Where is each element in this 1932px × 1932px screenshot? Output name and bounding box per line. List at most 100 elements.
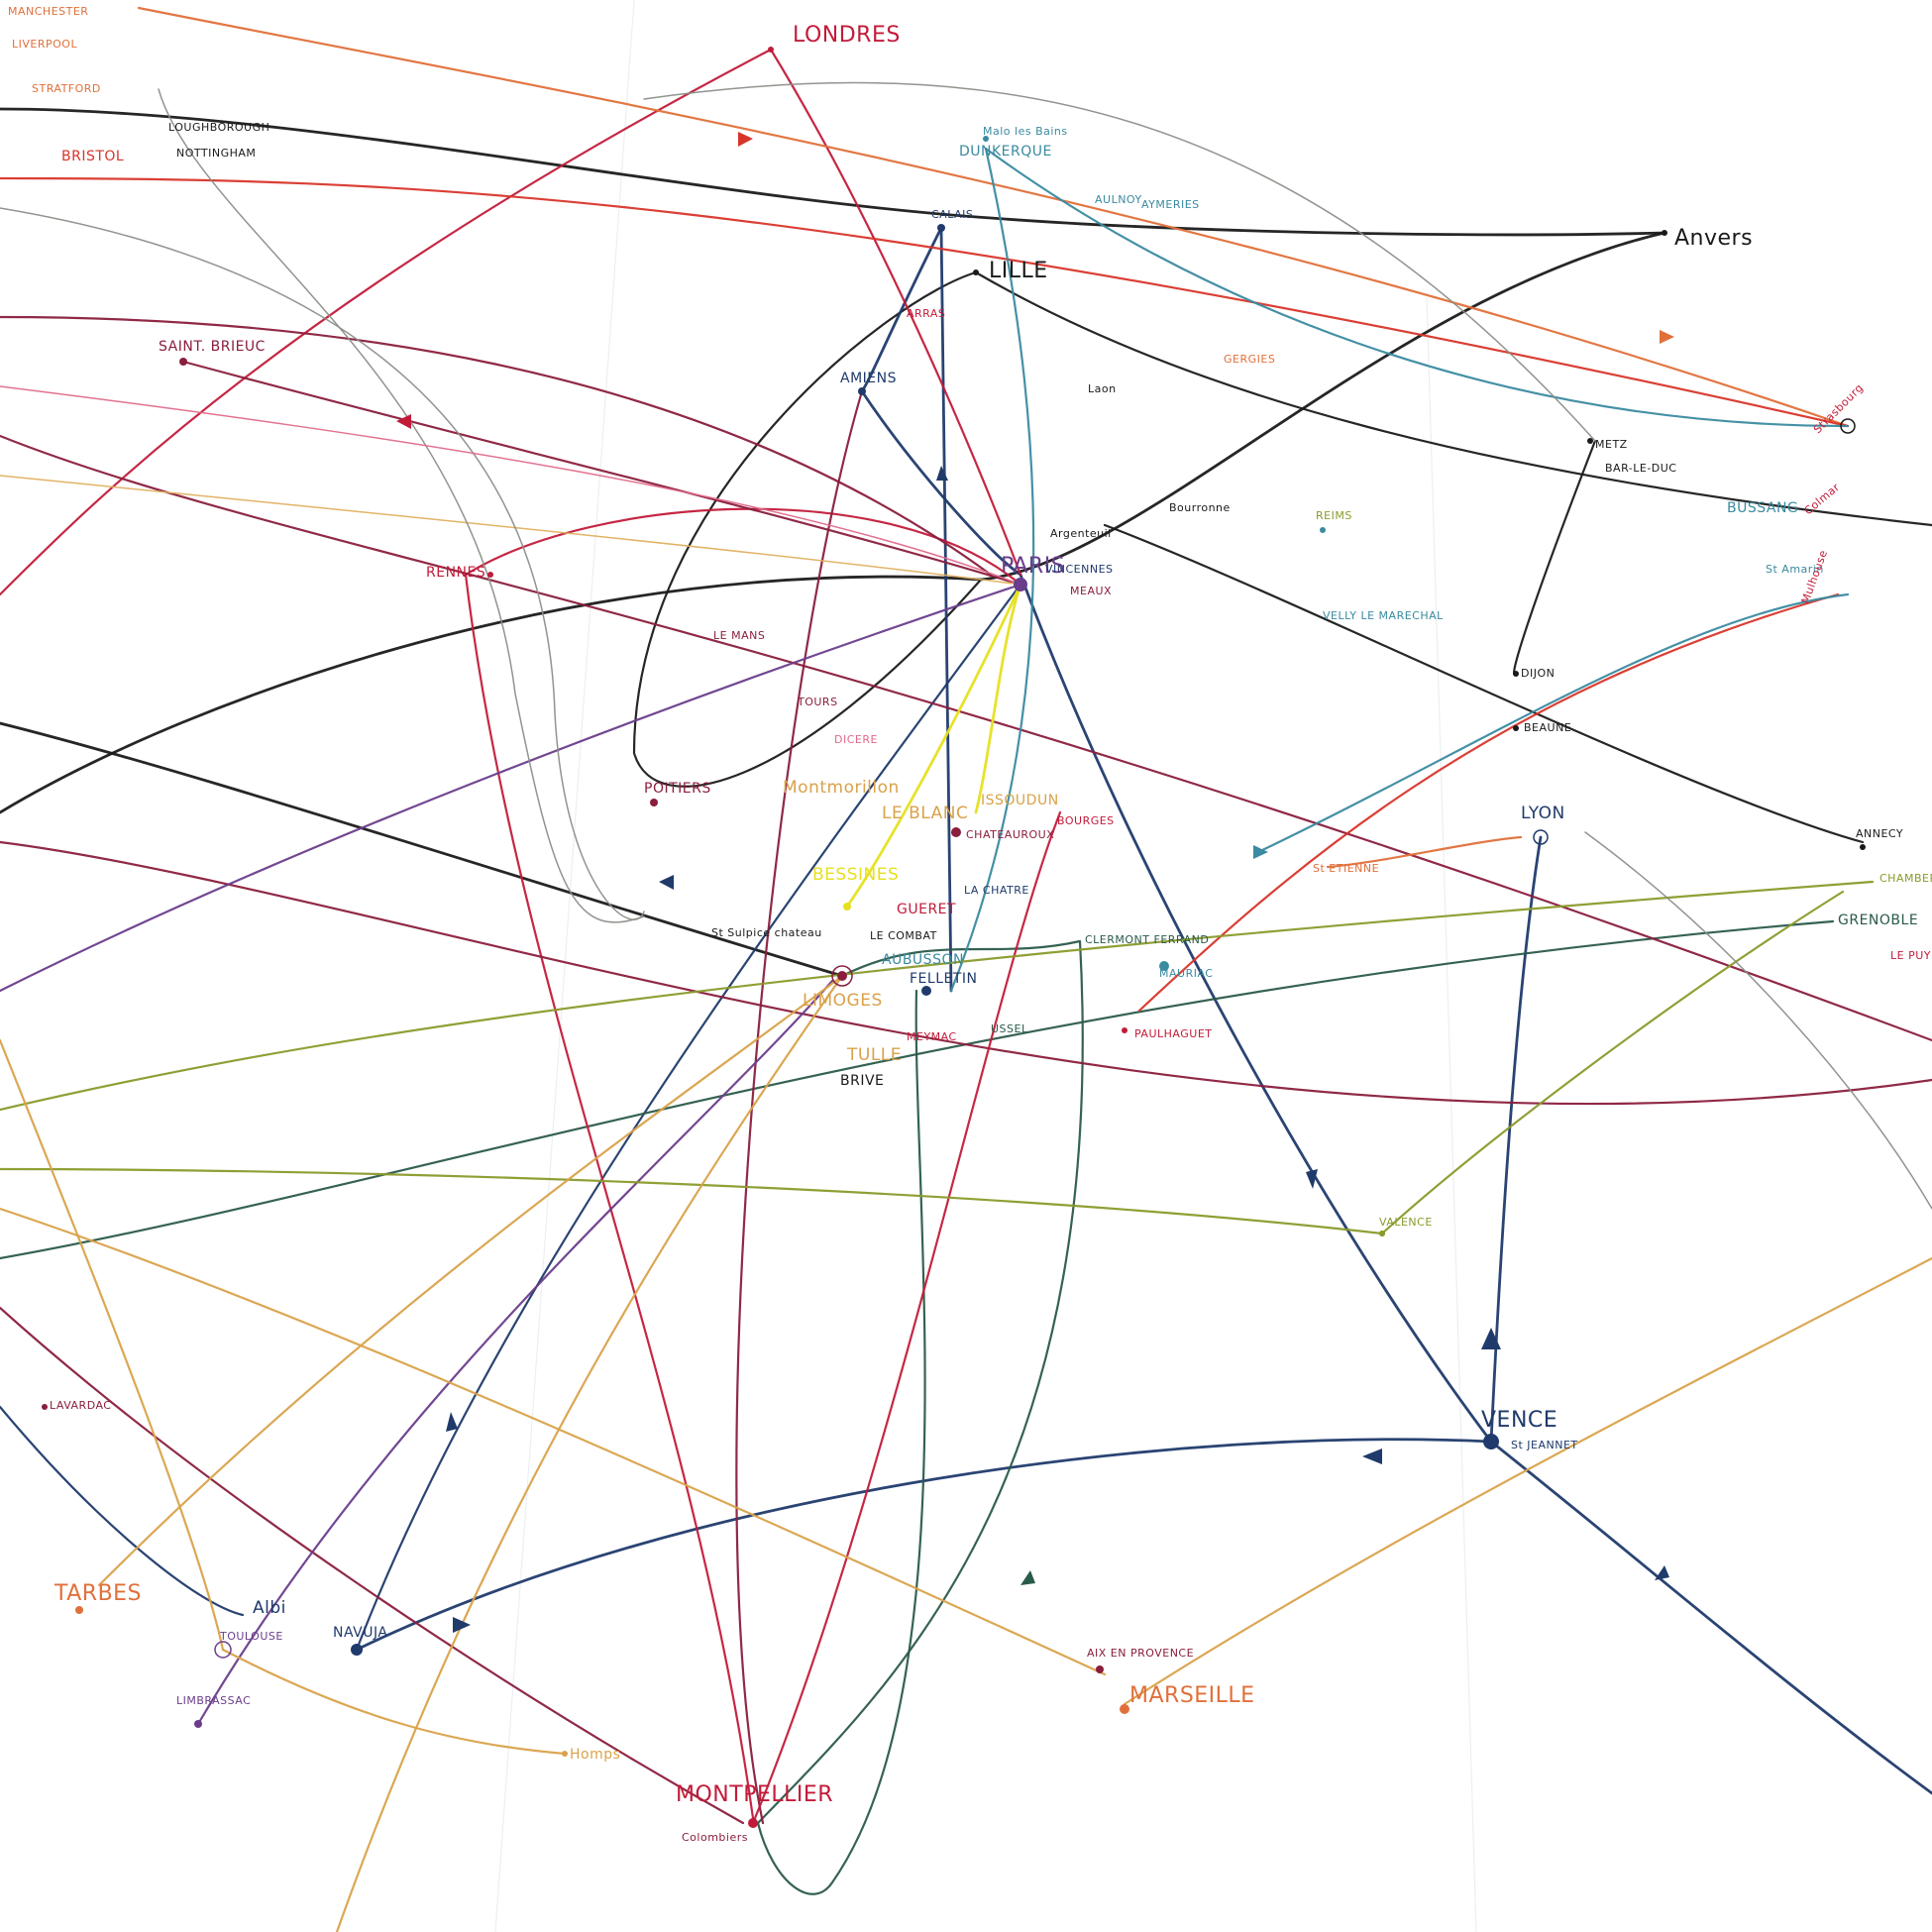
city-label: Malo les Bains bbox=[983, 125, 1068, 138]
city-label: LE BLANC bbox=[882, 804, 968, 823]
city-marker-ring bbox=[831, 965, 853, 987]
city-marker bbox=[1379, 1231, 1385, 1236]
city-label: POITIERS bbox=[644, 781, 711, 797]
direction-arrow bbox=[1481, 1328, 1501, 1349]
city-label: AIX EN PROVENCE bbox=[1087, 1647, 1194, 1660]
route-line bbox=[0, 107, 1666, 237]
route-line bbox=[221, 1648, 567, 1756]
direction-arrow bbox=[738, 132, 753, 147]
route-line bbox=[137, 6, 1850, 428]
city-marker bbox=[843, 903, 851, 911]
direction-arrow bbox=[396, 414, 411, 429]
city-marker bbox=[748, 1818, 758, 1828]
route-line bbox=[0, 583, 1022, 993]
city-label: GERGIES bbox=[1224, 353, 1275, 366]
route-line bbox=[0, 1207, 1107, 1676]
route-line bbox=[0, 207, 645, 920]
city-label: ARRAS bbox=[907, 307, 945, 320]
city-marker bbox=[921, 986, 931, 996]
city-marker bbox=[562, 1751, 568, 1757]
city-label: ISSOUDUN bbox=[981, 793, 1059, 808]
route-line bbox=[751, 810, 1062, 1825]
route-line bbox=[1489, 835, 1543, 1444]
route-line bbox=[0, 1405, 245, 1617]
route-line bbox=[949, 147, 1035, 993]
city-marker bbox=[768, 47, 774, 53]
direction-arrow bbox=[1655, 1565, 1669, 1580]
city-marker bbox=[351, 1644, 363, 1656]
city-label: NAVUJA bbox=[333, 1625, 387, 1641]
city-label: GRENOBLE bbox=[1838, 912, 1918, 928]
city-label: GUERET bbox=[897, 902, 956, 917]
route-line bbox=[181, 360, 1022, 587]
route-line bbox=[1326, 835, 1523, 869]
route-line bbox=[1123, 1256, 1932, 1706]
route-line bbox=[0, 1167, 1384, 1235]
direction-arrow bbox=[1362, 1449, 1382, 1464]
city-marker bbox=[75, 1606, 83, 1614]
direction-arrow bbox=[1306, 1169, 1318, 1189]
city-label: CLERMONT FERRAND bbox=[1085, 933, 1209, 946]
route-line bbox=[1256, 592, 1850, 854]
city-label: LOUGHBOROUGH bbox=[168, 121, 269, 134]
city-markers bbox=[42, 47, 1866, 1828]
route-line bbox=[355, 1438, 1493, 1652]
route-line bbox=[0, 919, 1835, 1260]
city-marker bbox=[937, 224, 945, 232]
city-label: Strasbourg bbox=[1811, 381, 1866, 436]
route-line bbox=[0, 385, 1021, 586]
route-line bbox=[1137, 592, 1840, 1013]
direction-arrow bbox=[453, 1617, 471, 1633]
city-label: AUBUSSON bbox=[882, 952, 964, 968]
city-label: DUNKERQUE bbox=[959, 144, 1052, 160]
city-label: FELLETIN bbox=[910, 971, 978, 987]
city-label: St Sulpice chateau bbox=[711, 926, 822, 939]
city-label: BUSSANG bbox=[1727, 500, 1798, 516]
route-line bbox=[632, 270, 983, 788]
city-marker bbox=[1587, 438, 1593, 444]
city-marker-ring bbox=[214, 1641, 232, 1659]
route-lines bbox=[0, 6, 1932, 1932]
city-label: MANCHESTER bbox=[8, 5, 88, 18]
city-label: BESSINES bbox=[812, 865, 899, 885]
route-line bbox=[97, 974, 844, 1587]
city-marker bbox=[650, 799, 658, 806]
route-line bbox=[1513, 439, 1597, 676]
direction-arrow bbox=[1020, 1570, 1035, 1585]
city-label: BAR-LE-DUC bbox=[1605, 462, 1677, 475]
city-label: METZ bbox=[1595, 438, 1628, 451]
city-label: STRATFORD bbox=[32, 82, 101, 95]
route-line bbox=[845, 583, 1022, 909]
direction-arrow bbox=[1660, 330, 1674, 344]
city-label: LILLE bbox=[989, 259, 1048, 283]
route-line bbox=[0, 1038, 225, 1652]
city-label: BOURGES bbox=[1057, 814, 1115, 827]
city-label: St ETIENNE bbox=[1313, 862, 1379, 875]
city-label: VELLY LE MARECHAL bbox=[1323, 609, 1444, 622]
route-line bbox=[1380, 890, 1845, 1235]
city-label: CHAMBERY bbox=[1879, 872, 1932, 885]
city-label: PAULHAGUET bbox=[1134, 1027, 1212, 1040]
city-label: PARIS bbox=[1001, 554, 1065, 579]
route-line bbox=[0, 475, 1021, 586]
route-line bbox=[1584, 831, 1932, 1210]
city-label: LE MANS bbox=[713, 629, 765, 642]
city-label: LE COMBAT bbox=[870, 929, 937, 942]
route-line bbox=[769, 48, 1022, 577]
city-label: Argenteuil bbox=[1050, 527, 1112, 540]
route-line bbox=[355, 583, 1022, 1652]
city-label: REIMS bbox=[1316, 509, 1352, 522]
route-line bbox=[974, 583, 1022, 814]
route-line bbox=[0, 1306, 745, 1825]
city-marker bbox=[1122, 1027, 1127, 1033]
route-line bbox=[735, 389, 864, 1825]
route-line bbox=[1489, 1440, 1932, 1795]
route-line bbox=[0, 315, 993, 577]
city-label: TOURS bbox=[797, 696, 838, 708]
city-label: LYON bbox=[1521, 804, 1565, 823]
city-marker bbox=[194, 1720, 202, 1728]
city-label: Bourronne bbox=[1169, 501, 1231, 514]
route-line bbox=[643, 81, 1596, 442]
city-label: RENNES bbox=[426, 565, 485, 581]
